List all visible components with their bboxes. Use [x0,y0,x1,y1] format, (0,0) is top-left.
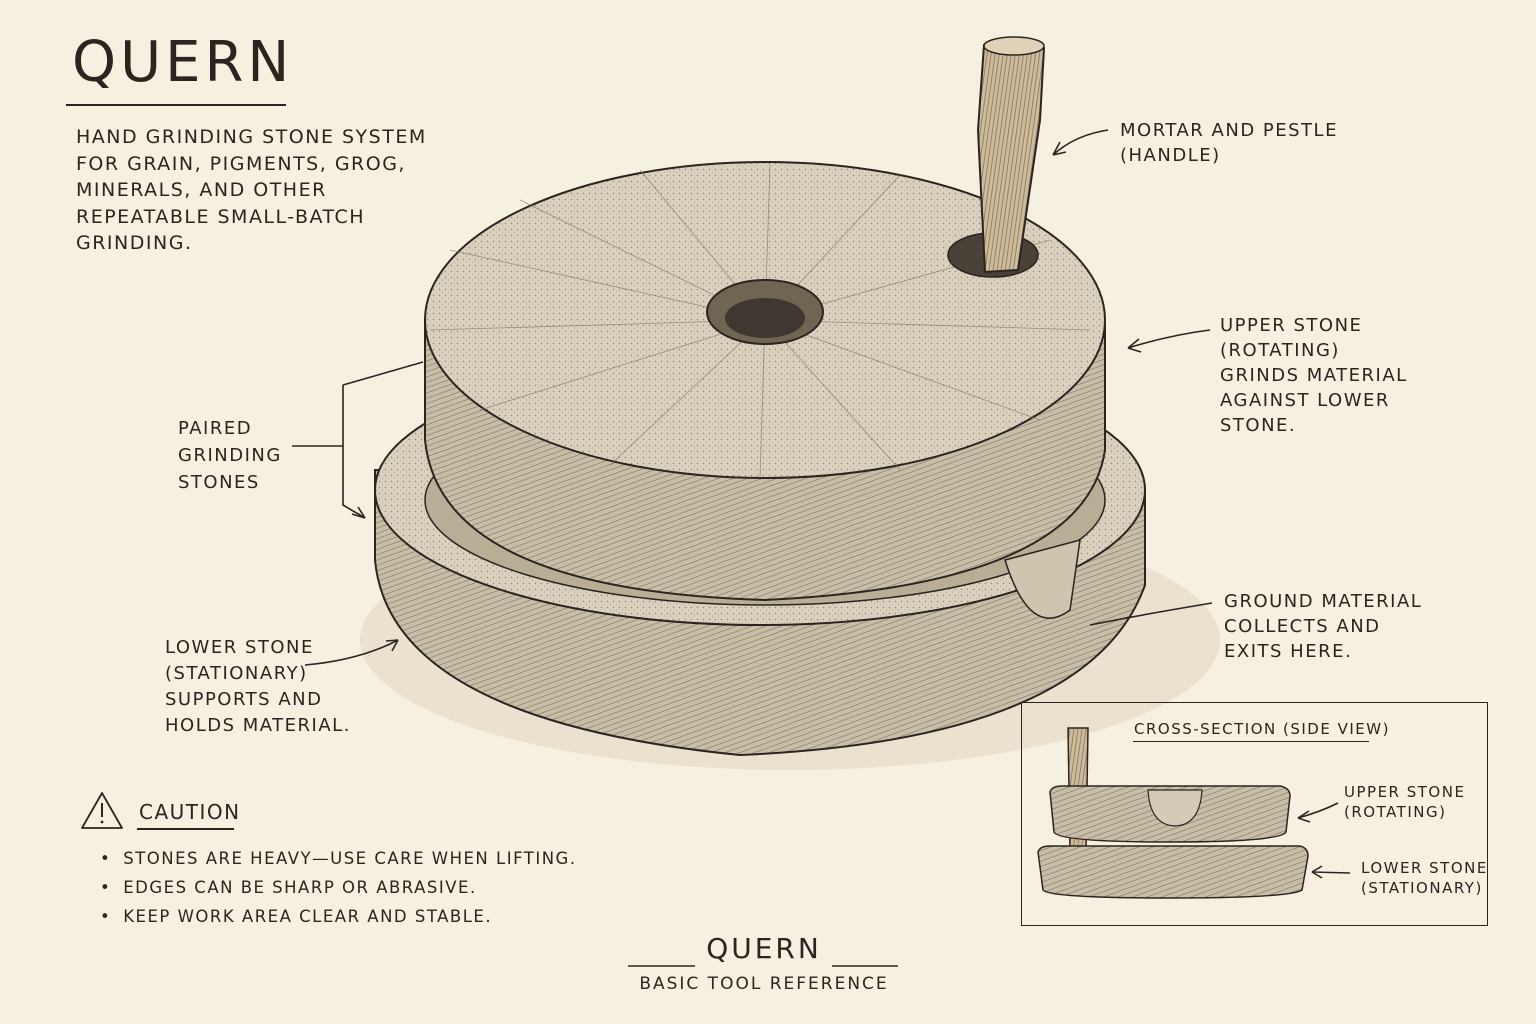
label-line: COLLECTS AND [1224,616,1381,637]
label-line: GRINDS MATERIAL [1220,365,1408,386]
spout [1004,538,1081,619]
label-line: STONES [178,472,260,493]
label-line: LOWER STONE [1361,859,1488,877]
label-line: (STATIONARY) [165,663,308,684]
intro-line: GRINDING. [76,232,193,254]
intro-line: FOR GRAIN, PIGMENTS, GROG, [76,152,406,175]
label-line: (HANDLE) [1120,145,1221,166]
intro-line: HAND GRINDING STONE SYSTEM [76,126,427,148]
label-line: LOWER STONE [165,637,314,658]
intro-text: HAND GRINDING STONE SYSTEM FOR GRAIN, PI… [76,124,436,257]
page-title: QUERN [72,30,294,95]
label-line: SUPPORTS AND [165,689,323,710]
inset-upper-label: UPPER STONE (ROTATING) [1344,782,1465,822]
caution-item: KEEP WORK AREA CLEAR AND STABLE. [100,902,577,931]
leader-lines [292,129,1351,879]
cross-section-drawing [1037,727,1309,899]
caution-item: EDGES CAN BE SHARP OR ABRASIVE. [100,873,577,902]
label-line: (STATIONARY) [1361,879,1483,897]
inset-title-underline [1133,741,1369,742]
intro-line: REPEATABLE SMALL-BATCH [76,205,366,228]
label-line: EXITS HERE. [1224,641,1353,662]
label-line: GROUND MATERIAL [1224,591,1423,612]
label-line: UPPER STONE [1344,783,1466,801]
label-line: (ROTATING) [1220,340,1340,361]
label-line: STONE. [1220,415,1297,436]
ground-material-label: GROUND MATERIAL COLLECTS AND EXITS HERE. [1224,589,1422,664]
inset-lower-label: LOWER STONE (STATIONARY) [1361,858,1488,898]
label-line: UPPER STONE [1220,315,1363,336]
handle-label: MORTAR AND PESTLE (HANDLE) [1120,118,1338,168]
label-line: PAIRED [178,418,253,439]
footer-title: QUERN [706,932,822,965]
label-line: GRINDING [178,445,282,466]
label-line: (ROTATING) [1344,803,1447,821]
paired-stones-label: PAIRED GRINDING STONES [178,415,282,496]
lower-stone-label: LOWER STONE (STATIONARY) SUPPORTS AND HO… [165,635,351,739]
label-line: HOLDS MATERIAL. [165,715,351,736]
cross-section-inset [1021,702,1488,926]
caution-list: STONES ARE HEAVY—USE CARE WHEN LIFTING. … [100,844,577,931]
title-underline [66,104,286,106]
intro-line: MINERALS, AND OTHER [76,179,327,201]
handle [976,36,1046,274]
caution-underline [137,828,234,830]
label-line: AGAINST LOWER [1220,390,1390,411]
upper-stone-label: UPPER STONE (ROTATING) GRINDS MATERIAL A… [1220,313,1408,438]
label-line: MORTAR AND PESTLE [1120,120,1338,141]
caution-item: STONES ARE HEAVY—USE CARE WHEN LIFTING. [100,844,577,873]
inset-title: CROSS-SECTION (SIDE VIEW) [1134,720,1390,738]
warning-icon [81,792,123,829]
caution-title: CAUTION [139,800,241,824]
footer-subtitle: BASIC TOOL REFERENCE [639,974,889,994]
